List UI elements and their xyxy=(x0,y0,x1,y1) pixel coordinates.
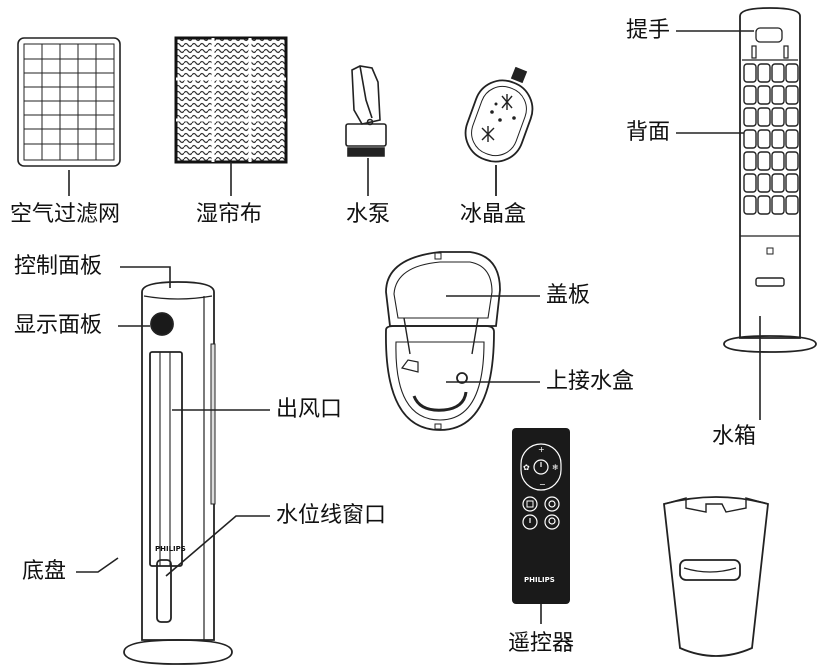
air-filter-illustration xyxy=(17,37,121,196)
label-ice-box: 冰晶盒 xyxy=(460,202,527,227)
label-remote: 遥控器 xyxy=(508,631,575,656)
remote-brand-logo: PHILIPS xyxy=(524,576,555,584)
wet-curtain-illustration xyxy=(174,36,288,196)
water-tray-illustration xyxy=(385,251,501,431)
label-water-window: 水位线窗口 xyxy=(276,503,387,528)
label-air-outlet: 出风口 xyxy=(276,397,343,422)
label-back: 背面 xyxy=(626,120,671,145)
label-control-panel: 控制面板 xyxy=(14,254,103,279)
label-air-filter: 空气过滤网 xyxy=(10,202,121,227)
label-display-panel: 显示面板 xyxy=(14,313,103,338)
label-base: 底盘 xyxy=(22,559,67,584)
pump-illustration xyxy=(345,65,387,196)
fan-front-illustration xyxy=(123,281,233,665)
water-tank-illustration xyxy=(663,496,769,657)
label-cover: 盖板 xyxy=(546,283,591,308)
label-handle: 提手 xyxy=(626,18,671,43)
label-wet-curtain: 湿帘布 xyxy=(196,202,263,227)
svg-text:+: + xyxy=(538,445,545,454)
remote-illustration: + − ✿ ❄ xyxy=(512,428,570,624)
svg-text:✿: ✿ xyxy=(523,463,530,472)
fan-brand-logo: PHILIPS xyxy=(155,545,186,553)
label-upper-tray: 上接水盒 xyxy=(546,369,635,394)
leader-lines xyxy=(76,30,761,577)
svg-text:−: − xyxy=(539,480,546,489)
fan-back-illustration xyxy=(723,7,817,353)
ice-box-illustration xyxy=(464,66,534,196)
label-pump: 水泵 xyxy=(346,202,391,227)
svg-text:❄: ❄ xyxy=(552,463,559,472)
label-water-tank: 水箱 xyxy=(712,424,757,449)
